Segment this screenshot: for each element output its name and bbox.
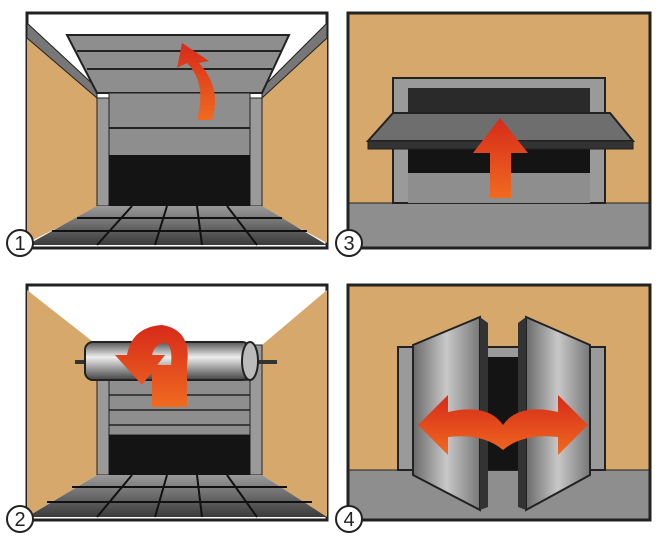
label-3-text: 3 (343, 233, 354, 255)
label-3: 3 (335, 229, 363, 257)
arrow-left-right-icon (418, 395, 588, 455)
label-2-text: 2 (14, 509, 25, 531)
label-1-text: 1 (14, 233, 25, 255)
label-1: 1 (6, 229, 34, 257)
panel-2-roller-door (25, 283, 329, 522)
panel-3-up-and-over-door (346, 11, 652, 250)
label-2: 2 (6, 505, 34, 533)
label-4-text: 4 (343, 509, 354, 531)
arrow-roll-up-icon (115, 325, 188, 407)
label-4: 4 (335, 505, 363, 533)
arrow-up-icon (473, 118, 528, 198)
panel-1-sectional-door (25, 11, 329, 250)
panel-4-side-hinged-door (346, 283, 652, 522)
arrow-up-curved-icon (177, 43, 216, 120)
